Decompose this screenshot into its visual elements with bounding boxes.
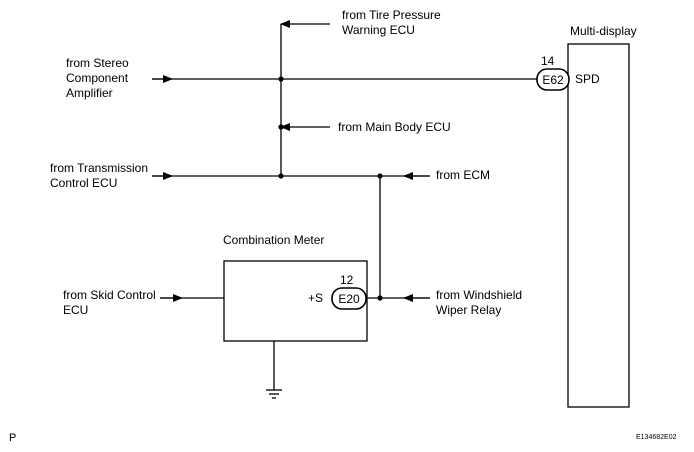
label-main-body: from Main Body ECU (338, 120, 451, 134)
junction-dot (377, 173, 383, 179)
label-skid-control: from Skid Control ECU (63, 288, 156, 317)
label-wiper-relay: from Windshield Wiper Relay (436, 288, 523, 317)
junction-dot (278, 173, 284, 179)
label-stereo: from Stereo Component Amplifier (66, 56, 129, 100)
connector-e20: E20 (331, 287, 367, 310)
label-tire-pressure: from Tire Pressure Warning ECU (342, 8, 441, 37)
multi-display-box (567, 43, 630, 408)
multi-display-pin-number: 14 (541, 54, 555, 68)
connector-e62-label: E62 (542, 73, 564, 87)
junction-dot (278, 124, 284, 130)
label-transmission: from Transmission Control ECU (50, 161, 149, 190)
ground-symbol (266, 389, 282, 399)
connector-e62: E62 (536, 68, 570, 91)
multi-display-title: Multi-display (570, 24, 637, 38)
label-ecm: from ECM (436, 168, 490, 182)
footer-figure-id: E134682E02 (636, 434, 677, 441)
junction-dot (377, 295, 383, 301)
combination-meter-box (223, 260, 368, 342)
multi-display-terminal: SPD (575, 72, 600, 86)
footer-left-mark: P (9, 432, 17, 444)
junction-dot (278, 76, 284, 82)
combination-meter-pin-number: 12 (340, 273, 354, 287)
combination-meter-terminal: +S (308, 291, 324, 305)
connector-e20-label: E20 (338, 292, 360, 306)
combination-meter-title: Combination Meter (223, 233, 325, 247)
